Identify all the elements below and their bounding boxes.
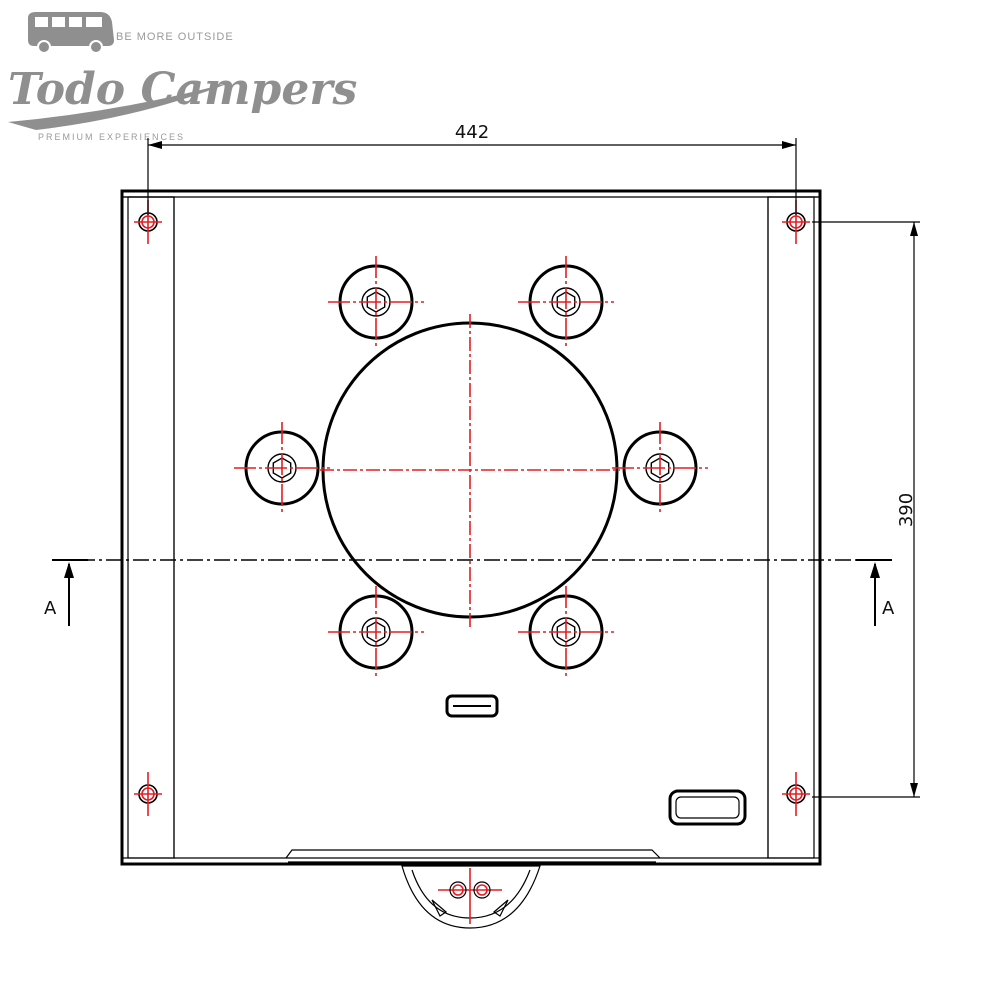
latch-detail	[431, 868, 509, 924]
logo-tagline: PREMIUM EXPERIENCES	[38, 132, 185, 142]
corner-screw	[782, 772, 810, 816]
bolt-hole	[518, 256, 614, 348]
van-icon	[28, 12, 114, 54]
bottom-tab	[285, 849, 661, 929]
section-marker-left: A	[44, 559, 88, 626]
logo-slogan: BE MORE OUTSIDE	[116, 31, 234, 43]
dimension-height: 390	[812, 221, 920, 798]
dimension-width: 442	[147, 122, 797, 215]
logo-swoosh	[8, 82, 232, 130]
bolt-holes	[234, 256, 708, 678]
large-slot	[668, 789, 747, 826]
bolt-hole	[234, 422, 330, 514]
section-marker-right: A	[856, 559, 895, 626]
dimension-width-label: 442	[455, 122, 489, 143]
bolt-hole	[328, 256, 424, 348]
bolt-hole	[612, 422, 708, 514]
corner-screws	[134, 200, 810, 816]
bolt-hole	[328, 586, 424, 678]
logo-wordmark: Todo Campers	[8, 64, 357, 115]
dimension-height-label: 390	[896, 493, 917, 527]
todo-campers-logo: BE MORE OUTSIDE Todo Campers PREMIUM EXP…	[8, 12, 357, 142]
corner-screw	[134, 772, 162, 816]
small-slot	[445, 694, 499, 718]
section-label-right: A	[882, 598, 895, 619]
center-hole	[320, 314, 620, 628]
plate-outline	[120, 189, 822, 866]
section-label-left: A	[44, 598, 57, 619]
bolt-hole	[518, 586, 614, 678]
